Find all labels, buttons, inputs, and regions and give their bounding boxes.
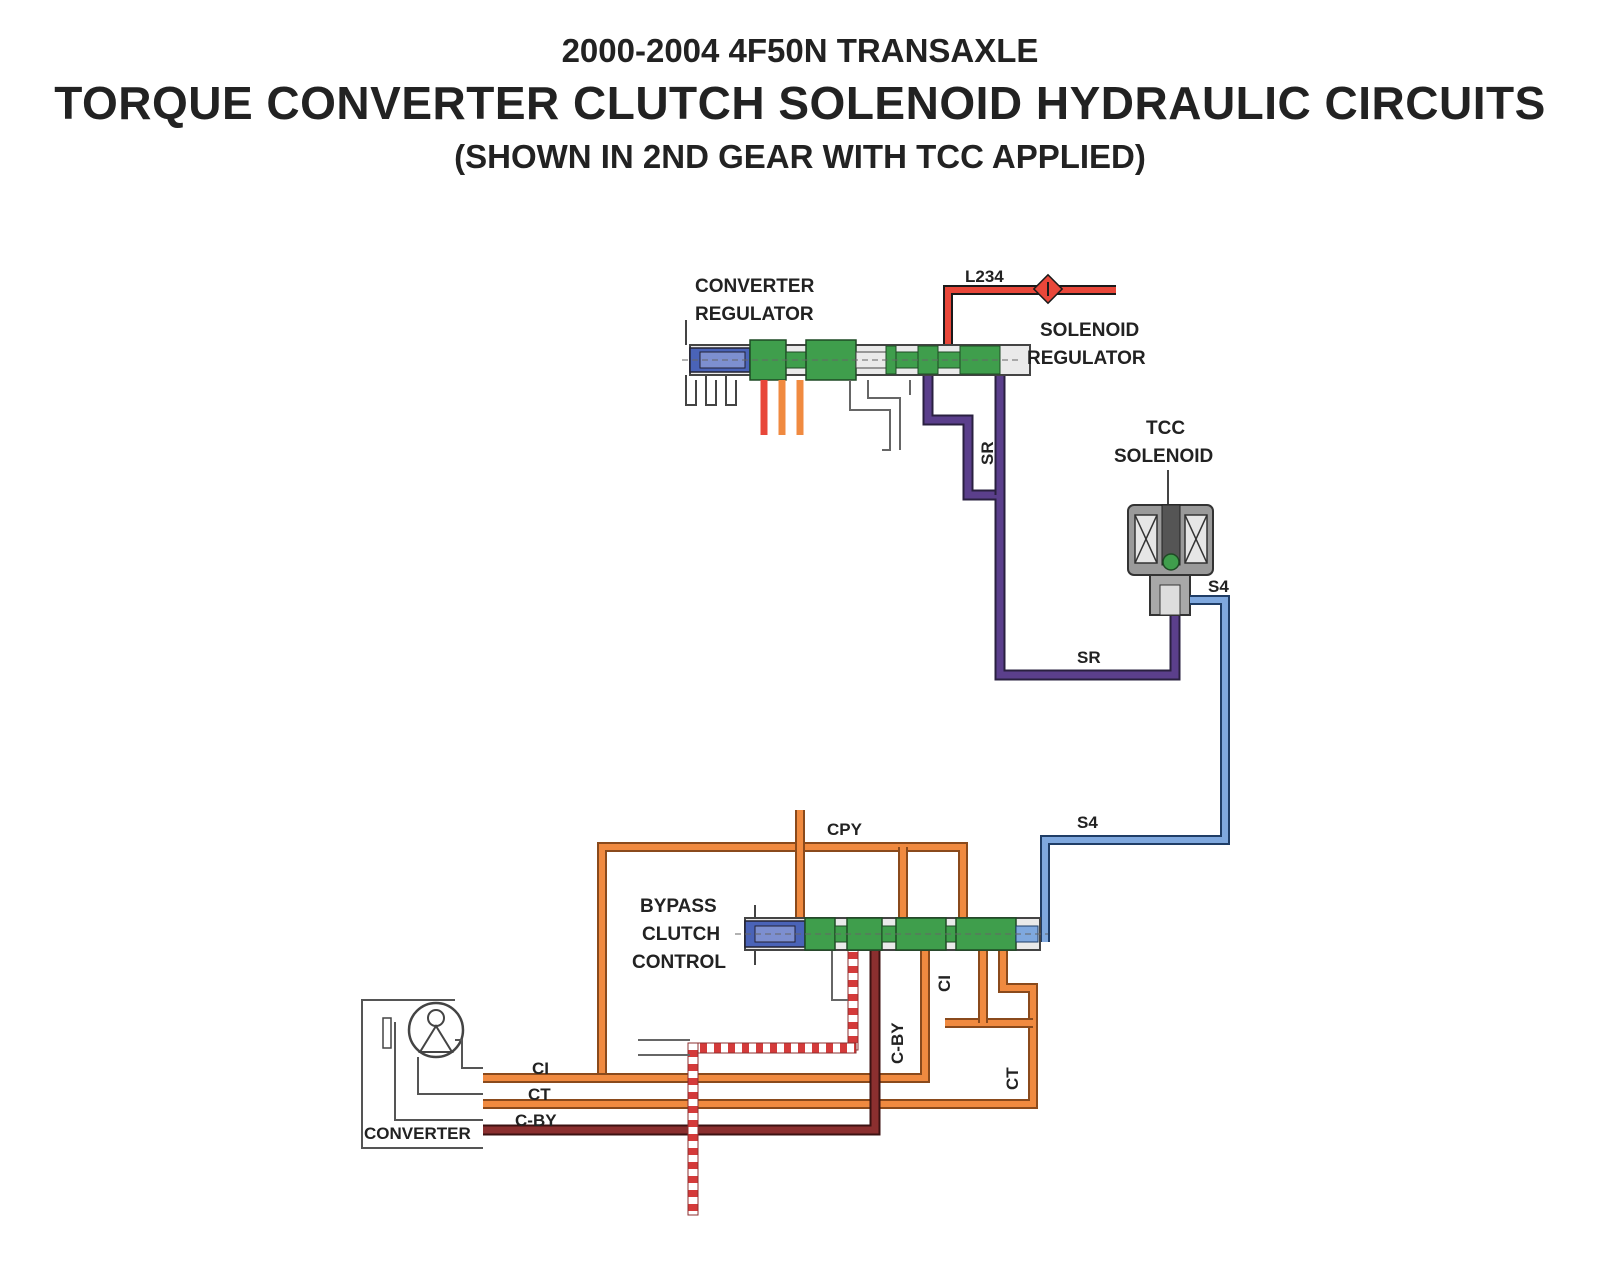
- bypass-clutch-control-label-2: CLUTCH: [642, 924, 720, 945]
- bypass-clutch-control-valve: [735, 905, 1048, 965]
- cpy-label: CPY: [827, 820, 863, 839]
- ci-converter-label: CI: [532, 1059, 549, 1078]
- converter-icon: [361, 999, 483, 1149]
- c-by-converter-label: C-BY: [515, 1111, 557, 1130]
- ct-vertical-label: CT: [1003, 1067, 1022, 1090]
- tcc-solenoid-icon: [1127, 470, 1214, 616]
- s4-lower-label: S4: [1077, 813, 1098, 832]
- solenoid-regulator-label-1: SOLENOID: [1040, 320, 1139, 341]
- line-234-circuit: [943, 273, 1116, 370]
- ci-vertical-label: CI: [935, 975, 954, 992]
- bypass-clutch-control-label-1: BYPASS: [640, 896, 717, 917]
- tcc-solenoid-label-1: TCC: [1146, 418, 1185, 439]
- cpy-circuit: [597, 810, 968, 1078]
- exhaust-circuit: [638, 944, 859, 1216]
- sr-vertical-label: SR: [978, 441, 997, 465]
- s4-circuit: [1040, 595, 1230, 942]
- converter-label: CONVERTER: [364, 1124, 471, 1143]
- tcc-solenoid-label-2: SOLENOID: [1114, 446, 1213, 467]
- ct-converter-label: CT: [528, 1085, 551, 1104]
- sr-circuit: [922, 372, 1181, 681]
- diagram-supertitle: 2000-2004 4F50N TRANSAXLE: [561, 32, 1039, 69]
- solenoid-regulator-label-2: REGULATOR: [1027, 348, 1146, 369]
- l234-orifice-icon: [1032, 273, 1064, 305]
- s4-upper-label: S4: [1208, 577, 1229, 596]
- converter-regulator-label-2: REGULATOR: [695, 304, 814, 325]
- sr-horizontal-label: SR: [1077, 648, 1101, 667]
- c-by-vertical-label: C-BY: [888, 1022, 907, 1064]
- converter-regulator-valve: [682, 320, 1031, 451]
- ci-circuit: [483, 950, 930, 1083]
- l234-label: L234: [965, 267, 1004, 286]
- bypass-clutch-control-label-3: CONTROL: [632, 952, 726, 973]
- ct-circuit: [483, 950, 1038, 1109]
- diagram-subtitle: (SHOWN IN 2ND GEAR WITH TCC APPLIED): [454, 138, 1146, 175]
- c-by-circuit: [483, 950, 881, 1136]
- converter-regulator-label-1: CONVERTER: [695, 276, 815, 297]
- diagram-title: TORQUE CONVERTER CLUTCH SOLENOID HYDRAUL…: [54, 77, 1546, 129]
